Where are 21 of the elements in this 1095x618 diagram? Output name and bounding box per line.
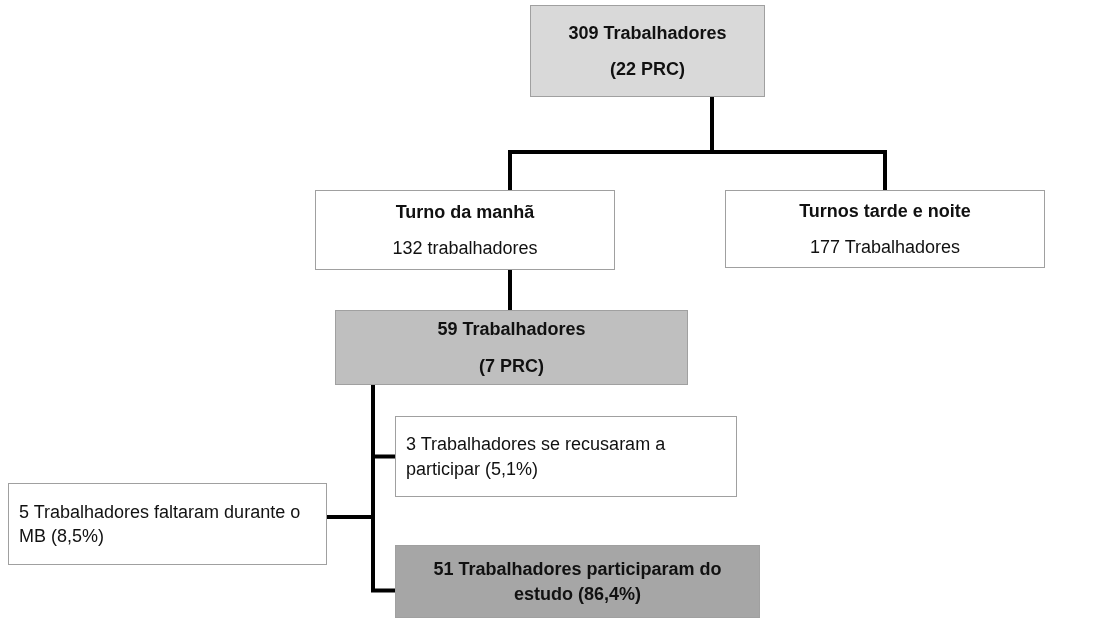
box-text: (22 PRC) <box>610 58 685 81</box>
box-text: 177 Trabalhadores <box>809 236 961 259</box>
flow-box <box>8 483 327 565</box>
box-text: (7 PRC) <box>479 354 544 378</box>
flow-box <box>395 416 737 497</box>
box-heading: Turno da manhã <box>395 200 535 224</box>
connector-line <box>710 97 887 190</box>
connector-line <box>508 270 512 310</box>
flow-box <box>335 310 688 385</box>
box-heading: 3 Trabalhadores se recusaram a participar (5,1%) <box>406 433 667 481</box>
box-heading: 59 Trabalhadores <box>437 318 586 342</box>
box-text: 132 trabalhadores <box>392 237 538 260</box>
box-heading: 51 Trabalhadores participaram do estudo (86,4%) <box>432 558 723 606</box>
flow-box <box>395 545 760 618</box>
connector-line <box>371 385 395 593</box>
box-heading: Turnos tarde e noite <box>799 199 971 223</box>
box-heading: 309 Trabalhadores <box>568 21 727 45</box>
flow-box <box>725 190 1045 268</box>
flow-box <box>315 190 615 270</box>
box-heading: 5 Trabalhadores faltaram durante o MB (8,5%) <box>19 500 302 548</box>
flow-box <box>530 5 765 97</box>
